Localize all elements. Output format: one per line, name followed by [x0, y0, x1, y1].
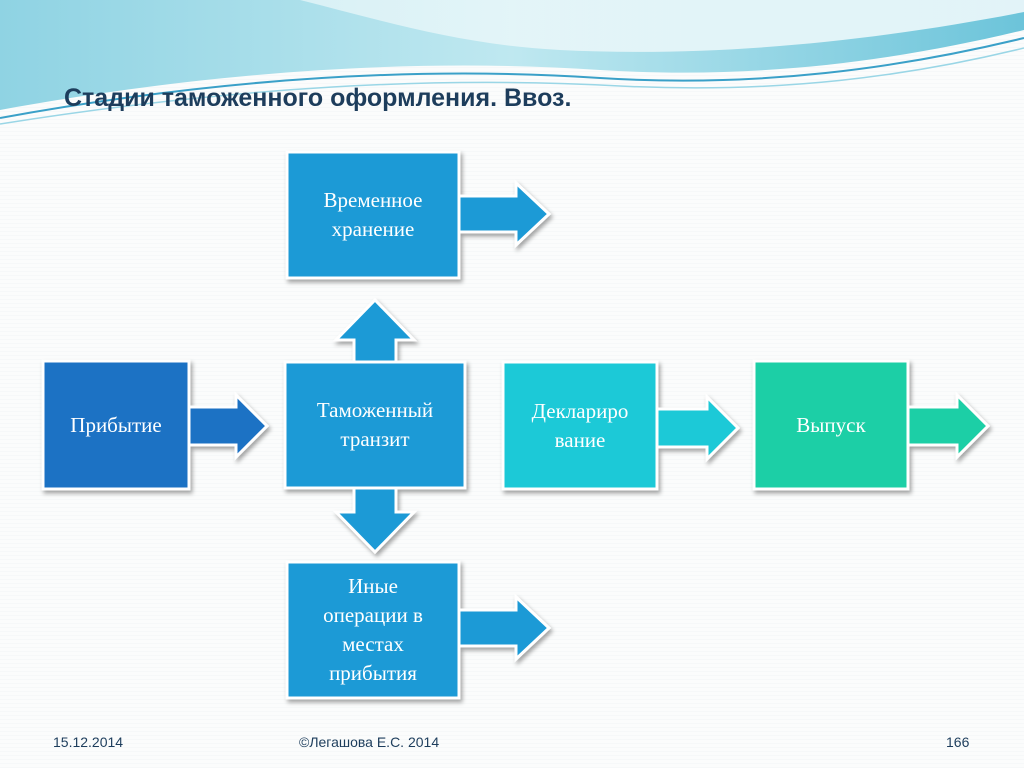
declaration-label: Деклариро вание [531, 399, 629, 452]
declaration-node [501, 360, 741, 491]
footer-page-number: 166 [946, 734, 970, 750]
footer-date: 15.12.2014 [53, 734, 124, 750]
arrival-node [41, 359, 270, 491]
other-label: Иные операции в местах прибытия [323, 574, 423, 685]
footer-author: ©Легашова Е.С. 2014 [299, 734, 440, 750]
other-node [285, 560, 552, 700]
slide-title: Стадии таможенного оформления. Ввоз. [64, 84, 572, 112]
release-label: Выпуск [796, 412, 866, 437]
release-node [752, 359, 991, 491]
arrival-label: Прибытие [70, 412, 162, 437]
transit-node [283, 297, 467, 555]
header-waves [0, 0, 1024, 125]
storage-label: Временное хранение [323, 188, 423, 241]
transit-label: Таможенный транзит [316, 398, 434, 451]
storage-node [285, 150, 552, 280]
